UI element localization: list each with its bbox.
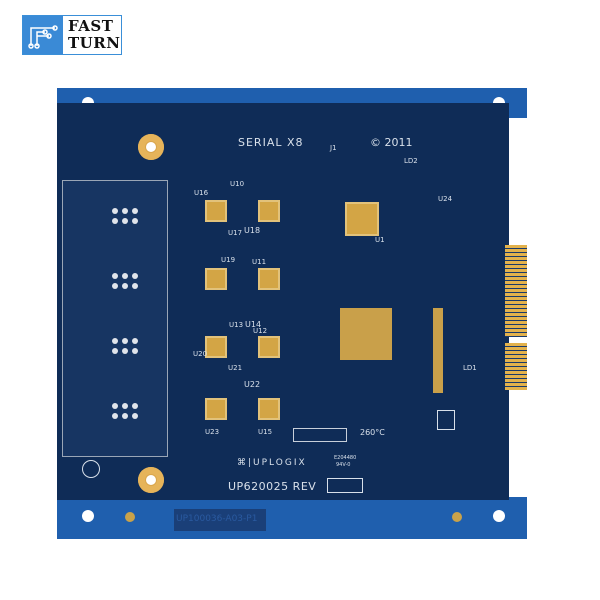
ic-chip-u1 <box>345 202 379 236</box>
ref-label: U22 <box>244 380 261 389</box>
ic-chip <box>258 336 280 358</box>
ref-label: LD2 <box>404 157 418 165</box>
logo-text-turn: TURN <box>68 34 121 52</box>
board-copyright: © 2011 <box>370 136 413 149</box>
cert-rating: 94V-0 <box>336 462 351 468</box>
ref-label: U18 <box>244 226 261 235</box>
mounting-hole <box>138 134 164 160</box>
ref-label: U10 <box>230 180 245 188</box>
ic-chip <box>258 268 280 290</box>
header-footprint <box>433 308 443 393</box>
brand-text: UPLOGIX <box>253 458 307 468</box>
rail-hole <box>82 510 94 522</box>
ref-label: U17 <box>228 229 243 237</box>
rail-part-number: UP100036-A03-P1 <box>176 514 258 524</box>
rail-hole <box>493 510 505 522</box>
ref-label: U11 <box>252 258 267 266</box>
ic-chip <box>205 200 227 222</box>
ref-label: U16 <box>194 189 209 197</box>
logo-text-fast: FAST <box>68 17 114 35</box>
weee-bin-icon <box>437 410 455 430</box>
ic-chip <box>258 200 280 222</box>
pb-free-icon <box>82 460 100 478</box>
test-header-footprint <box>293 428 347 442</box>
pcie-edge-fingers <box>505 343 527 390</box>
ref-label: U14 <box>245 320 262 329</box>
circuit-logo-icon <box>23 16 63 54</box>
temp-rating: 260°C <box>360 428 385 437</box>
bottom-breakaway-rail <box>57 497 527 539</box>
uplogix-brand: ⌘|UPLOGIX <box>237 458 307 468</box>
revision-box <box>327 478 363 493</box>
ref-label: U19 <box>221 256 236 264</box>
ref-label: U23 <box>205 428 220 436</box>
ref-label: J1 <box>330 144 337 152</box>
cert-code: E204480 <box>334 455 357 461</box>
connector-footprint <box>62 180 168 457</box>
board-part-number: UP620025 REV <box>228 480 317 493</box>
ref-label: U1 <box>375 236 385 244</box>
ref-label: U12 <box>253 327 268 335</box>
bga-footprint <box>340 308 392 360</box>
fiducial-pad <box>125 512 135 522</box>
ic-chip <box>205 268 227 290</box>
uplogix-logo-icon: ⌘| <box>237 458 254 468</box>
ic-chip <box>258 398 280 420</box>
ref-label: U15 <box>258 428 273 436</box>
ic-chip <box>205 336 227 358</box>
ic-chip <box>205 398 227 420</box>
ref-label: U21 <box>228 364 243 372</box>
ref-label: U13 <box>229 321 244 329</box>
fiducial-pad <box>452 512 462 522</box>
ref-label: U24 <box>438 195 453 203</box>
fast-turn-logo: FAST TURN <box>22 15 122 55</box>
board-title: SERIAL X8 <box>238 136 304 149</box>
rail-label-box <box>174 509 266 531</box>
ref-label: U20 <box>193 350 208 358</box>
ref-label: LD1 <box>463 364 477 372</box>
mounting-hole <box>138 467 164 493</box>
pcie-edge-fingers <box>505 245 527 337</box>
